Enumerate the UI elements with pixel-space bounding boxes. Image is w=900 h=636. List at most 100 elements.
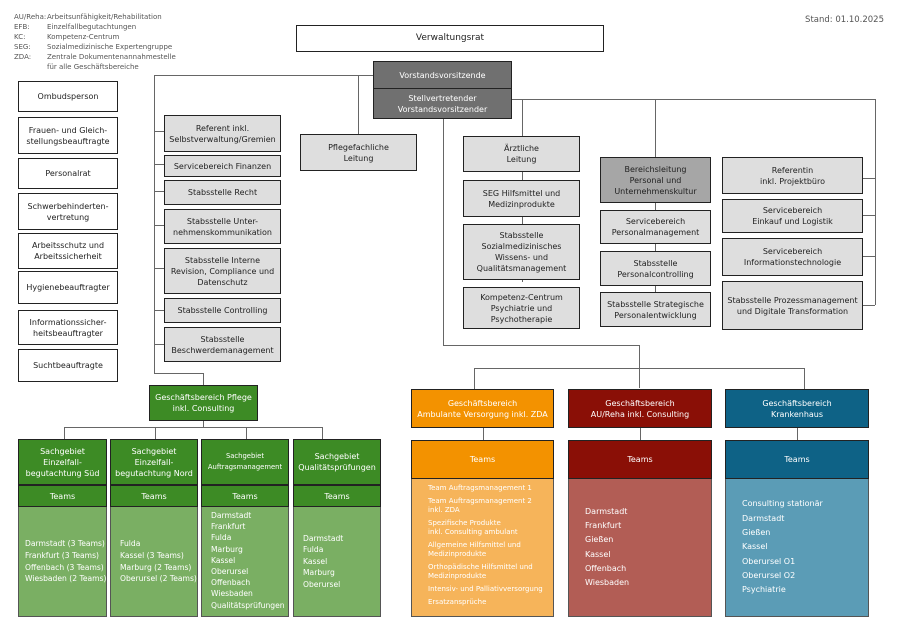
list-item: Fulda (120, 539, 141, 549)
seg-hilfsmittel-box: SEG Hilfsmittel und Medizinprodukte (463, 180, 580, 217)
list-item: Marburg (2 Teams) (120, 562, 192, 572)
list-item: Marburg (211, 544, 243, 554)
personalmanagement-box: Servicebereich Personalmanagement (600, 210, 711, 244)
list-item: Frankfurt (3 Teams) (25, 550, 99, 560)
ambulant-teams-header: Teams (411, 440, 554, 479)
pflegefachliche-leitung-box: Pflegefachliche Leitung (300, 134, 417, 171)
left-item-schwerbehinderten: Schwerbehinderten- vertretung (18, 193, 118, 230)
list-item: Kassel (3 Teams) (120, 550, 184, 560)
connector (154, 268, 165, 270)
list-item: Kassel (585, 549, 611, 559)
left-item-arbeitsschutz: Arbeitsschutz und Arbeitssicherheit (18, 233, 118, 269)
list-item: Darmstadt (211, 511, 252, 520)
sachgebiet-nord-teams: Teams (110, 485, 198, 507)
left-item-personalrat: Personalrat (18, 158, 118, 189)
list-item: Consulting stationär (742, 499, 823, 509)
abbreviation-legend: AU/Reha:Arbeitsunfähigkeit/Rehabilitatio… (14, 12, 176, 72)
sachgebiet-auftrag-list: Darmstadt Frankfurt Fulda Marburg Kassel… (201, 507, 289, 617)
connector (474, 368, 476, 389)
personalentwicklung-box: Stabsstelle Strategische Personalentwick… (600, 292, 711, 327)
list-item: Gießen (585, 535, 614, 545)
list-item: Darmstadt (585, 506, 628, 516)
sachgebiet-auftrag-title: Sachgebiet Auftragsmanagement (201, 439, 289, 485)
connector (154, 131, 165, 133)
connector (863, 215, 875, 217)
connector (154, 191, 165, 193)
list-item: Darmstadt (742, 513, 785, 523)
left-item-hygiene: Hygienebeauftragter (18, 271, 118, 304)
sachgebiet-auftrag-teams: Teams (201, 485, 289, 507)
legend-row: für alle Geschäftsbereiche (47, 63, 139, 71)
connector (804, 368, 806, 389)
kompetenz-centrum-box: Kompetenz-Centrum Psychiatrie und Psycho… (463, 287, 580, 329)
sachgebiet-sued-list: Darmstadt (3 Teams) Frankfurt (3 Teams) … (18, 507, 107, 617)
list-item: Darmstadt (3 Teams) (25, 539, 105, 549)
prozessmanagement-box: Stabsstelle Prozessmanagement und Digita… (722, 281, 863, 330)
list-item: Offenbach (585, 563, 627, 573)
legend-row: EFB:Einzelfallbegutachtungen (14, 23, 137, 31)
krankenhaus-teams-header: Teams (725, 440, 869, 479)
sachgebiet-auftrag-label: Sachgebiet Auftragsmanagement (207, 452, 283, 471)
sozialmedizin-box: Stabsstelle Sozialmedizinisches Wissens-… (463, 224, 580, 280)
connector (358, 75, 360, 135)
staff-controlling: Stabsstelle Controlling (164, 298, 281, 323)
krankenhaus-teams-list: Consulting stationär Darmstadt Gießen Ka… (725, 479, 869, 617)
list-item: Kassel (742, 542, 768, 552)
connector (203, 373, 205, 389)
list-item: Ersatzansprüche (428, 598, 487, 606)
list-item: Wiesbaden (211, 589, 253, 599)
connector (655, 99, 657, 157)
legend-row: AU/Reha:Arbeitsunfähigkeit/Rehabilitatio… (14, 13, 162, 21)
legend-row: ZDA:Zentrale Dokumentenannahmestelle (14, 53, 176, 61)
list-item: Fulda (211, 533, 232, 543)
list-item: Oberursel (303, 579, 341, 589)
connector (639, 345, 641, 388)
geschaeftsbereich-aureha-box: Geschäftsbereich AU/Reha inkl. Consultin… (568, 389, 712, 428)
connector (154, 75, 156, 373)
informationstechnologie-box: Servicebereich Informationstechnologie (722, 238, 863, 276)
connector (154, 164, 165, 166)
connector (154, 373, 204, 375)
referentin-projektbuero-box: Referentin inkl. Projektbüro (722, 157, 863, 194)
geschaeftsbereich-ambulant-box: Geschäftsbereich Ambulante Versorgung in… (411, 389, 554, 428)
legend-row: KC:Kompetenz-Centrum (14, 33, 120, 41)
connector (154, 75, 374, 77)
connector (863, 178, 875, 180)
list-item: Offenbach (3 Teams) (25, 562, 104, 572)
left-item-ombudsperson: Ombudsperson (18, 81, 118, 112)
list-item: Allgemeine Hilfsmittel und Medizinproduk… (428, 541, 521, 558)
list-item: Wiesbaden (2 Teams) (25, 574, 107, 584)
sachgebiet-nord-list: Fulda Kassel (3 Teams) Marburg (2 Teams)… (110, 507, 198, 617)
list-item: Wiesbaden (585, 578, 630, 588)
connector (64, 427, 66, 439)
connector (655, 200, 657, 300)
staff-referent: Referent inkl. Selbstverwaltung/Gremien (164, 115, 281, 152)
list-item: Psychiatrie (742, 585, 786, 595)
list-item: Marburg (303, 568, 335, 578)
aureha-teams-header: Teams (568, 440, 712, 479)
connector (483, 428, 485, 440)
connector (64, 427, 322, 429)
connector (154, 344, 165, 346)
ambulant-teams-list: Team Auftragsmanagement 1 Team Auftragsm… (411, 479, 554, 617)
connector (863, 256, 875, 258)
connector (203, 420, 205, 428)
connector (512, 99, 875, 101)
list-item: Orthopädische Hilfsmittel und Medizinpro… (428, 563, 533, 580)
list-item: Darmstadt (303, 533, 344, 543)
sachgebiet-sued-teams: Teams (18, 485, 107, 507)
list-item: Team Auftragsmanagement 2 inkl. ZDA (428, 497, 532, 514)
connector (474, 368, 804, 370)
list-item: Oberursel O2 (742, 570, 796, 580)
stand-date: Stand: 01.10.2025 (805, 15, 884, 25)
sachgebiet-nord-title: Sachgebiet Einzelfall- begutachtung Nord (110, 439, 198, 485)
bereichsleitung-personal-box: Bereichsleitung Personal und Unternehmen… (600, 157, 711, 203)
legend-row: SEG:Sozialmedizinische Expertengruppe (14, 43, 173, 51)
staff-beschwerde: Stabsstelle Beschwerdemanagement (164, 327, 281, 362)
list-item: Intensiv- und Palliativversorgung (428, 585, 543, 593)
sachgebiet-sued-title: Sachgebiet Einzelfall- begutachtung Süd (18, 439, 107, 485)
connector (155, 427, 157, 439)
staff-finanzen: Servicebereich Finanzen (164, 155, 281, 177)
list-item: Spezifische Produkte inkl. Consulting am… (428, 519, 518, 536)
list-item: Oberursel (211, 567, 249, 577)
